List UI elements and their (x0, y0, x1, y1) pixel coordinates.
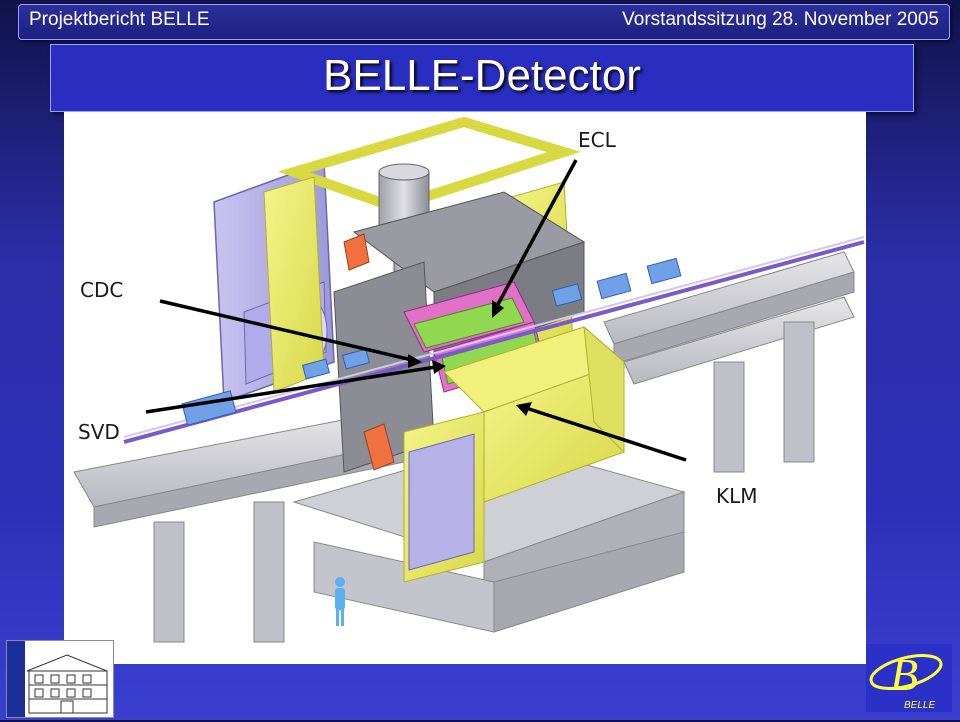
belle-logo: B BELLE (866, 644, 952, 712)
ecl-arrow (494, 159, 578, 309)
detector-illustration (73, 116, 865, 643)
cdc-arrowhead (408, 354, 422, 368)
svd-label: SVD (78, 420, 120, 444)
header-meeting-date: Vorstandssitzung 28. November 2005 (622, 9, 939, 30)
belle-logo-text: BELLE (904, 700, 935, 711)
cdc-arrow (159, 299, 413, 362)
human-scale-figure (335, 577, 345, 626)
building-icon (7, 641, 108, 717)
belle-b-icon: B BELLE (869, 649, 943, 711)
header-bar: Projektbericht BELLE Vorstandssitzung 28… (18, 4, 950, 40)
svd-arrowhead (432, 360, 446, 374)
institute-logo (6, 640, 114, 718)
svd-arrow (145, 365, 437, 414)
support-structure (73, 251, 855, 643)
detector-figure: ECL CDC SVD KLM (64, 112, 866, 664)
ecl-label: ECL (578, 128, 616, 152)
klm-arrow (525, 406, 687, 462)
slide-title: BELLE-Detector (323, 51, 641, 100)
front-klm-block (403, 325, 625, 583)
klm-label: KLM (716, 484, 758, 508)
cdc-label: CDC (80, 278, 124, 302)
svg-text:B: B (890, 649, 918, 700)
ecl-arrowhead (492, 300, 504, 318)
header-project-name: Projektbericht BELLE (29, 9, 210, 30)
title-bar: BELLE-Detector (50, 44, 914, 112)
pointer-arrows (145, 159, 687, 462)
klm-arrowhead (516, 402, 532, 416)
